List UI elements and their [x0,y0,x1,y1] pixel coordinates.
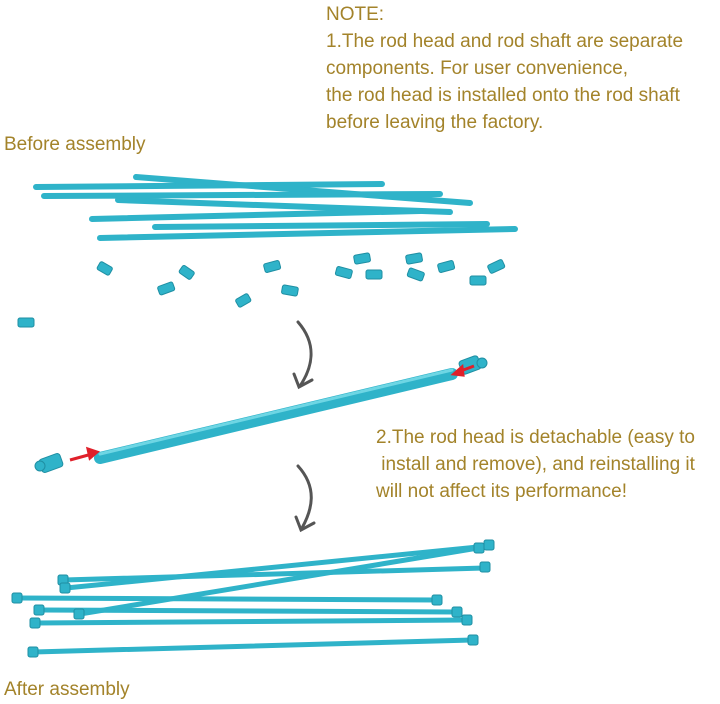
curved-arrow-down-icon [292,320,314,390]
before-assembly-label: Before assembly [4,134,146,155]
insert-arrow-top-icon [450,364,475,377]
note-heading: NOTE: [326,4,385,25]
detachable-note-line-1: 2.The rod head is detachable (easy to [376,427,695,448]
note-block: NOTE: 1.The rod head and rod shaft are s… [326,2,683,137]
note-line-1: 1.The rod head and rod shaft are separat… [326,30,684,52]
loose-rod-shafts [33,174,518,241]
after-assembly-label: After assembly [4,679,130,700]
detachable-note-line-3: will not affect its performance! [376,480,627,502]
rod-head-bottom [34,453,64,473]
note-line-3: the rod head is installed onto the rod s… [326,84,680,106]
single-rod-shaft [94,368,458,464]
assembled-rod-heads [11,539,495,658]
note-line-2: components. For user convenience, [326,57,629,79]
assembled-rods [15,543,491,655]
insert-arrow-bottom-icon [69,446,100,462]
detachable-note-line-2: install and remove), and reinstalling it [376,453,695,475]
curved-arrow-down-icon-2 [294,464,316,533]
note-line-4: before leaving the factory. [326,111,544,133]
detachable-note: 2.The rod head is detachable (easy to in… [376,425,695,506]
loose-rod-heads [17,252,506,328]
